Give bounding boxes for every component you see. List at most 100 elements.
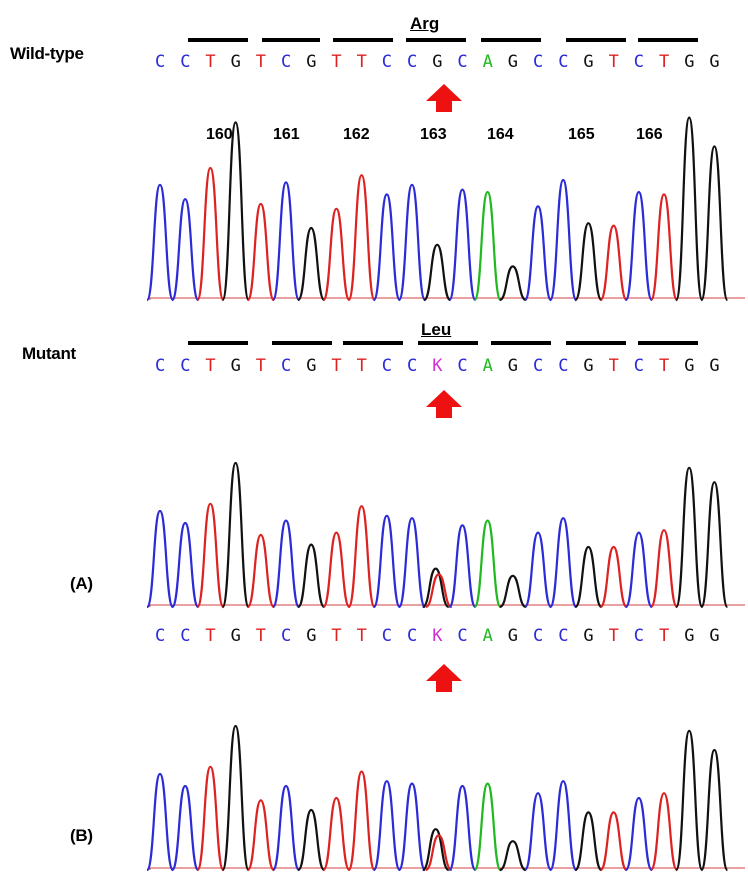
chromatogram-peak — [448, 784, 477, 872]
chromatogram-peak — [271, 784, 301, 872]
base-letter: C — [180, 356, 191, 376]
base-letter: C — [558, 356, 569, 376]
chromatogram-peak — [624, 190, 653, 302]
chromatogram-peak — [372, 514, 401, 609]
chromatogram-peak — [171, 784, 200, 872]
base-letter: C — [281, 626, 292, 646]
chromatogram-peak — [599, 545, 628, 609]
base-letter: C — [180, 52, 191, 72]
chromatogram-peak — [397, 183, 427, 302]
base-letter: T — [659, 356, 670, 376]
base-letter: C — [381, 626, 393, 646]
base-letter: G — [507, 52, 519, 72]
chromatogram-peak — [246, 533, 275, 609]
base-letter: T — [608, 52, 619, 72]
chromatogram-peak — [425, 834, 453, 872]
base-letter: G — [432, 52, 443, 72]
base-letter: T — [255, 626, 267, 646]
base-letter: T — [608, 626, 619, 646]
codon-number: 164 — [487, 126, 514, 143]
base-letter: C — [633, 52, 645, 72]
base-letter: G — [583, 356, 594, 376]
base-letter: A — [482, 626, 493, 646]
panel_b-chromatogram — [145, 724, 745, 872]
chromatogram-peak — [599, 224, 628, 302]
chromatogram-peak — [196, 166, 225, 302]
base-letter: T — [205, 356, 216, 376]
chromatogram-peak — [473, 782, 502, 872]
chromatogram-peak — [196, 502, 225, 609]
chromatogram-peak — [422, 567, 450, 609]
chromatogram-peak — [347, 505, 376, 609]
chromatogram-peak — [499, 840, 527, 872]
base-letter: T — [255, 356, 267, 376]
panel-b-label: (B) — [70, 826, 93, 845]
chromatogram-peak — [322, 207, 351, 302]
wildtype-chromatogram — [145, 116, 745, 302]
base-letter: C — [281, 356, 292, 376]
chromatogram-peak — [624, 796, 653, 872]
chromatogram-peak — [574, 222, 603, 302]
base-letter: T — [356, 356, 367, 376]
chromatogram-peak — [448, 524, 477, 609]
base-letter: C — [381, 52, 393, 72]
chromatogram-peak — [297, 226, 326, 302]
base-letter: K — [432, 356, 443, 376]
chromatogram-peak — [574, 545, 603, 609]
chromatogram-peak — [372, 193, 401, 302]
base-letter: C — [407, 356, 418, 376]
chromatogram-peak — [246, 202, 275, 302]
chromatogram-peak — [499, 265, 527, 302]
chromatogram-peak — [649, 193, 679, 302]
base-letter: T — [659, 626, 670, 646]
base-letter: C — [155, 626, 166, 646]
base-letter: A — [482, 356, 493, 376]
mutant-amino-acid: Leu — [421, 320, 452, 339]
chromatogram-peak — [649, 792, 679, 872]
chromatogram-peak — [523, 531, 553, 609]
base-letter: C — [155, 52, 166, 72]
base-letter: G — [684, 626, 695, 646]
chromatogram-peak — [397, 517, 427, 609]
base-letter: G — [306, 52, 317, 72]
chromatogram-peak — [523, 792, 553, 872]
chromatogram-peak — [221, 121, 250, 302]
base-letter: C — [558, 52, 569, 72]
chromatogram-peak — [599, 811, 628, 872]
chromatogram-peak — [523, 205, 553, 302]
chromatogram-peak — [499, 574, 527, 609]
chromatogram-peak — [145, 183, 175, 302]
base-letter: C — [180, 626, 191, 646]
chromatogram-peak — [549, 780, 578, 872]
base-letter: C — [155, 356, 166, 376]
base-letter: G — [583, 626, 594, 646]
chromatogram-peak — [297, 543, 326, 609]
chromatogram-peak — [649, 529, 679, 609]
base-letter: T — [255, 52, 267, 72]
red-arrow-icon — [426, 390, 462, 418]
base-letter: T — [205, 52, 216, 72]
codon-number: 166 — [636, 126, 663, 143]
base-letter: G — [306, 626, 317, 646]
chromatogram-peak — [145, 509, 175, 609]
base-letter: T — [659, 52, 670, 72]
baseline-noise — [149, 867, 745, 870]
chromatogram-peak — [322, 531, 351, 609]
base-letter: C — [533, 626, 544, 646]
chromatogram-peak — [473, 519, 502, 609]
base-letter: C — [407, 626, 418, 646]
base-letter: T — [205, 626, 216, 646]
chromatogram-peak — [372, 780, 401, 872]
base-letter: C — [381, 356, 393, 376]
chromatogram-peak — [271, 519, 301, 609]
chromatogram-peak — [700, 481, 729, 609]
chromatogram-peak — [221, 724, 250, 872]
base-letter: A — [482, 52, 493, 72]
base-letter: C — [633, 626, 645, 646]
chromatogram-peak — [448, 188, 477, 302]
base-letter: C — [457, 356, 468, 376]
